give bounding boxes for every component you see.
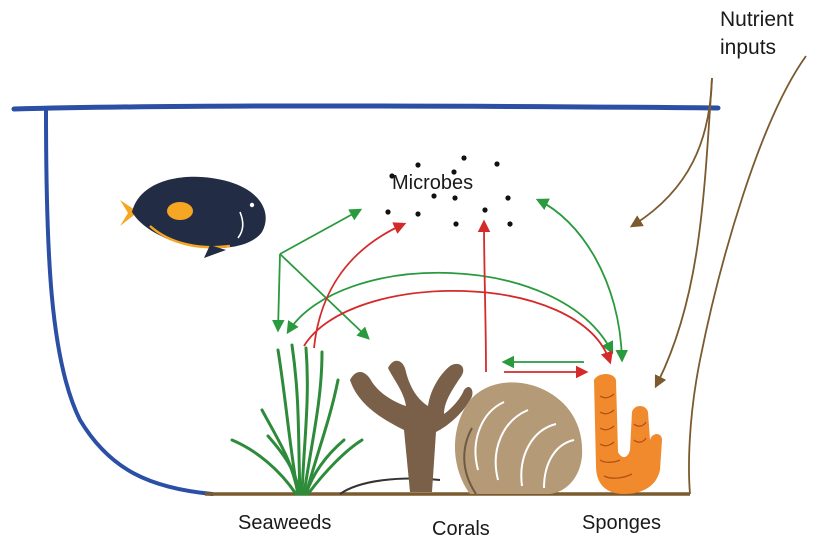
- microbe-dot: [452, 195, 457, 200]
- microbe-dot: [505, 195, 510, 200]
- corals-label: Corals: [432, 518, 490, 541]
- microbe-dot: [507, 221, 512, 226]
- fish-icon: [120, 177, 266, 258]
- green-arrow-to-seaweeds: [278, 254, 280, 330]
- red-arrow-seaweeds-to-sponges: [304, 291, 610, 362]
- plate-coral-icon: [455, 382, 582, 494]
- red-arrows: [304, 222, 610, 372]
- green-arrow-microbes-sponges: [538, 200, 622, 360]
- seaweed-icon: [232, 345, 362, 494]
- tank-wall: [46, 110, 212, 494]
- sponges-label: Sponges: [582, 512, 661, 535]
- microbe-dot: [482, 207, 487, 212]
- microbes-label: Microbes: [392, 172, 473, 195]
- microbe-dot: [453, 221, 458, 226]
- microbe-dot: [385, 209, 390, 214]
- nutrient-label-line1: Nutrient: [720, 6, 794, 34]
- microbe-dot: [415, 211, 420, 216]
- sponge-icon: [594, 374, 662, 494]
- green-arrow-to-sponges-top: [288, 273, 612, 352]
- microbe-dot: [494, 161, 499, 166]
- microbe-dot: [415, 162, 420, 167]
- branching-coral-icon: [350, 361, 472, 492]
- nutrient-label-line2: inputs: [720, 34, 794, 62]
- nutrient-arrows: [632, 56, 806, 494]
- seaweeds-label: Seaweeds: [238, 512, 331, 535]
- red-arrow-corals-to-microbes: [484, 222, 486, 372]
- nutrient-arrow-1: [632, 78, 712, 226]
- nutrient-inputs-label: Nutrient inputs: [720, 6, 794, 62]
- microbe-dot: [461, 155, 466, 160]
- green-arrows: [278, 200, 622, 362]
- green-arrow-to-microbes: [280, 210, 360, 254]
- water-surface: [14, 106, 718, 109]
